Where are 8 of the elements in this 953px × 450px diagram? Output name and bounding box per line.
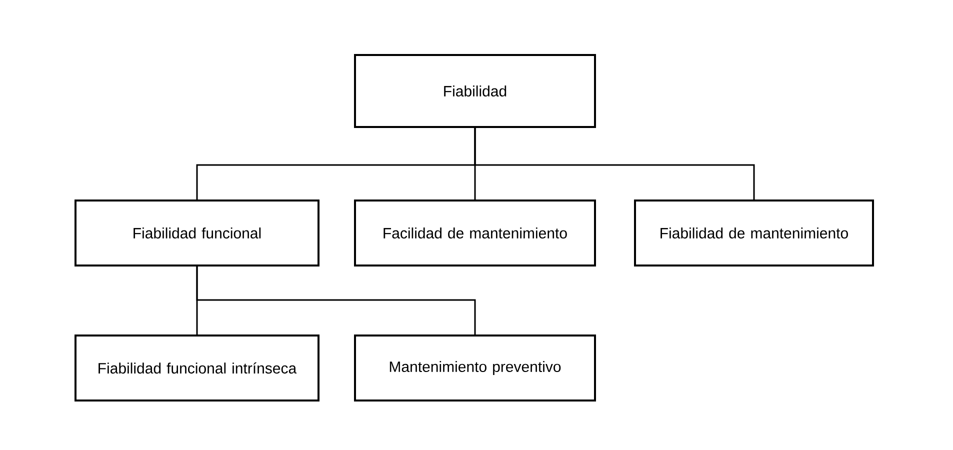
process-box: Fiabilidad funcional	[74, 200, 320, 266]
connector-line	[474, 128, 755, 200]
connector-line	[196, 266, 476, 334]
process-box: Facilidad de mantenimiento	[354, 200, 596, 266]
process-box: Mantenimiento preventivo	[354, 334, 596, 402]
process-box: Fiabilidad	[354, 54, 596, 128]
process-box: Fiabilidad de mantenimiento	[634, 200, 874, 266]
process-box: Fiabilidad funcional intrínseca	[74, 334, 320, 402]
